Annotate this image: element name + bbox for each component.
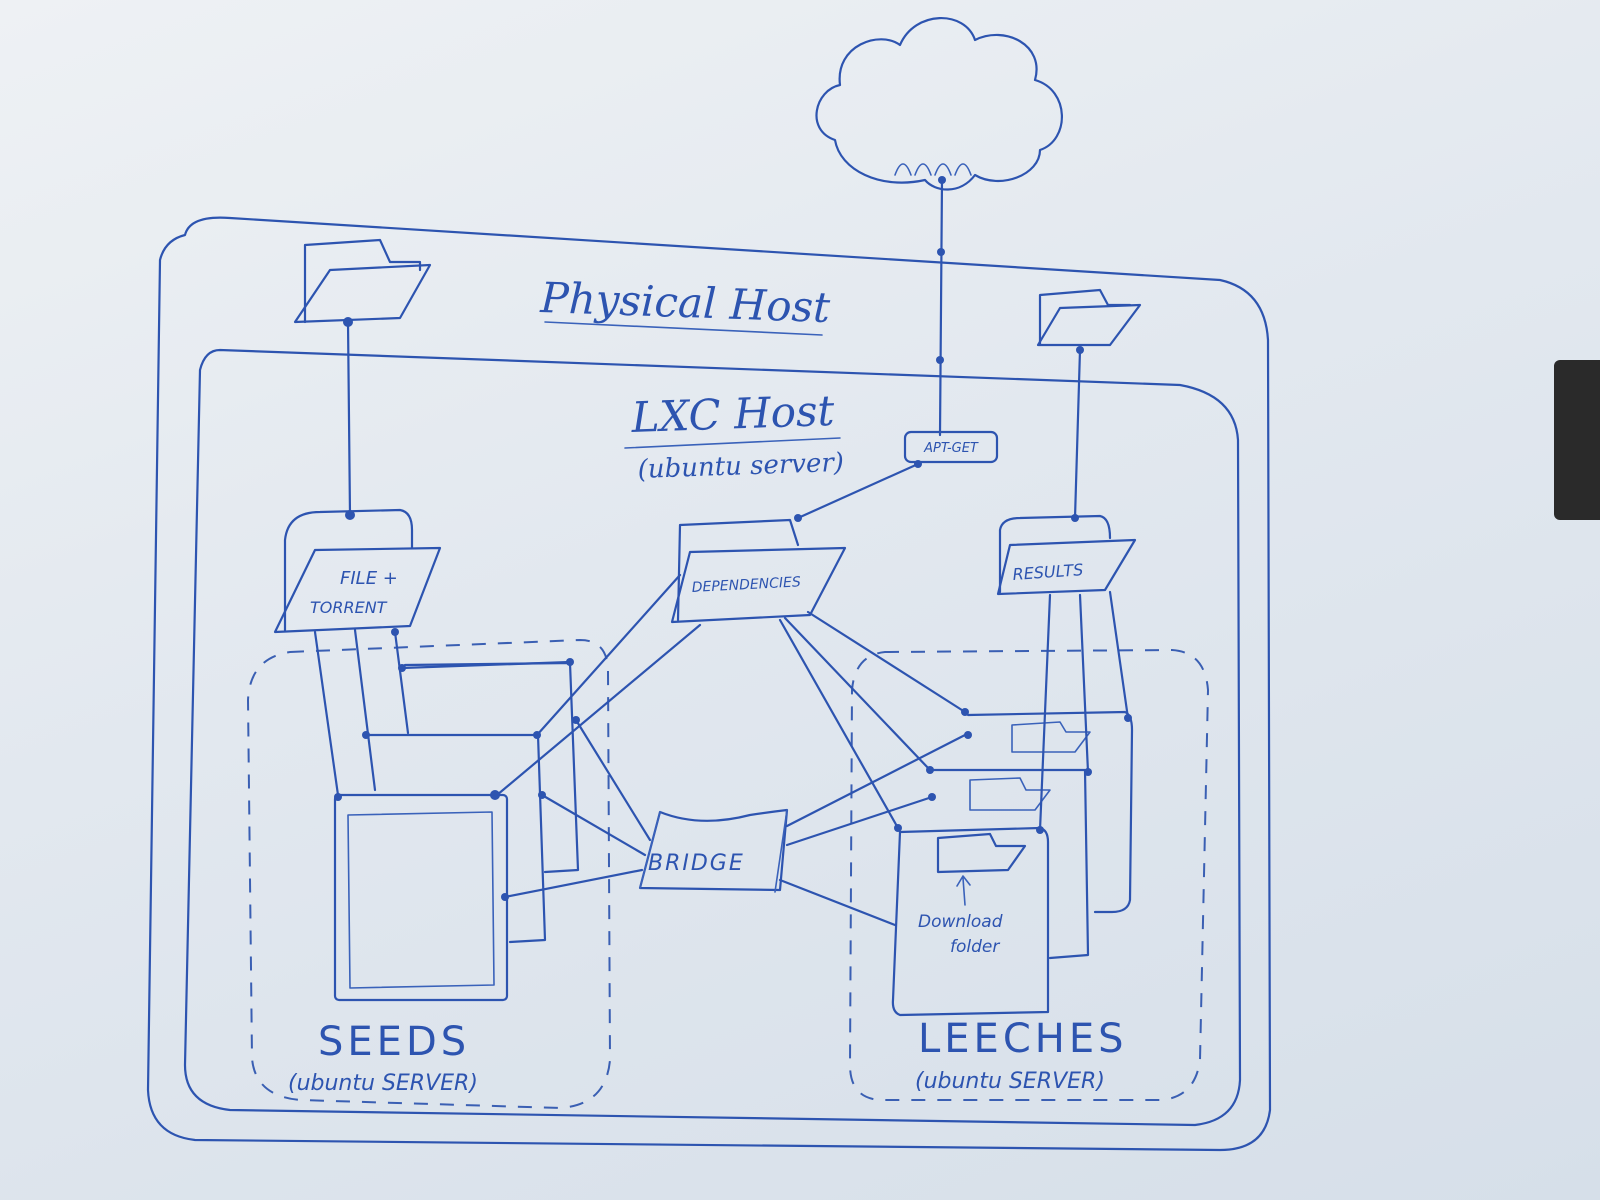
leeches-region (848, 648, 1210, 1101)
apt-get-label: APT-GET (923, 441, 979, 456)
leech-server-stack (891, 710, 1134, 1017)
file-torrent-label-2: TORRENT (310, 598, 388, 617)
file-torrent-folder (273, 508, 442, 634)
physical-host-boundary (146, 216, 1272, 1152)
dependencies-label: DEPENDENCIES (691, 574, 801, 596)
download-folder-label-1: Download (918, 912, 1003, 932)
apt-get-box (903, 430, 999, 464)
download-folder-label-2: folder (950, 937, 1000, 957)
results-host-folder-icon (1036, 288, 1142, 347)
seed-server (333, 793, 509, 1002)
bridge-box (638, 808, 789, 893)
dependencies-folder (670, 518, 847, 624)
lxc-host-label: LXC Host (630, 386, 836, 442)
download-folder-icon (936, 832, 1027, 874)
bridge-label: BRIDGE (648, 851, 745, 876)
results-label: RESULTS (1012, 560, 1084, 584)
physical-host-label: Physical Host (539, 273, 831, 332)
leeches-label: LEECHES (918, 1016, 1128, 1062)
lxc-host-sub: (ubuntu server) (637, 448, 844, 485)
leeches-sub: (ubuntu SERVER) (915, 1069, 1105, 1094)
lxc-host-boundary (183, 348, 1242, 1127)
marker-edge (1554, 360, 1600, 520)
results-folder (996, 514, 1137, 596)
cloud-icon (815, 17, 1063, 191)
file-torrent-label-1: FILE + (340, 568, 398, 589)
host-folder-icon (293, 238, 432, 324)
seeds-label: SEEDS (318, 1019, 470, 1065)
seeds-sub: (ubuntu SERVER) (288, 1071, 478, 1096)
seed-server-stack (333, 661, 580, 1002)
